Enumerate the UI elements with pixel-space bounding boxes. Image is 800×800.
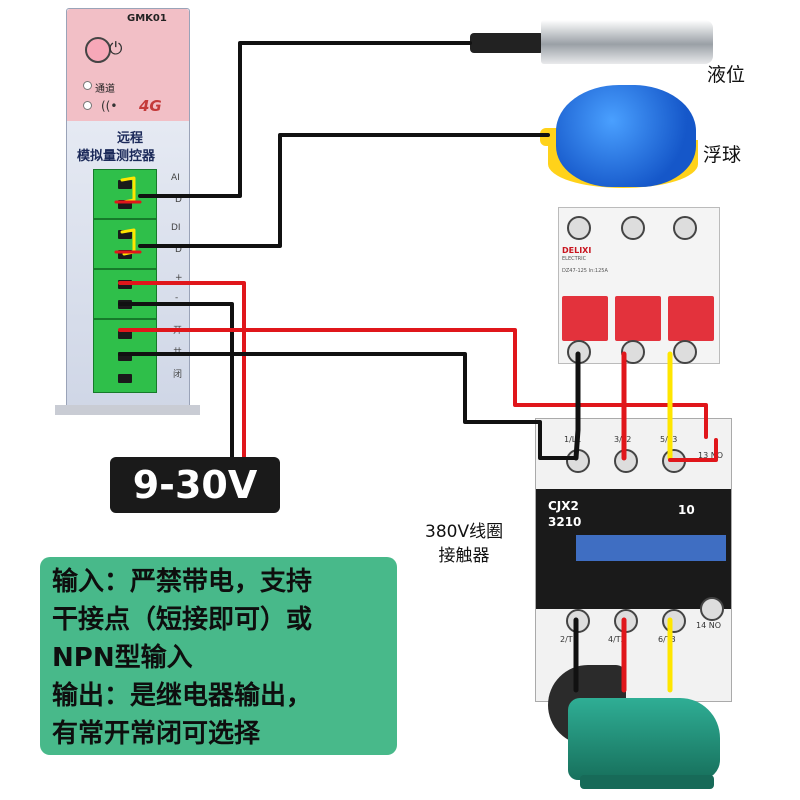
breaker-top-screw-icon [621,216,645,240]
terminal-label: D [175,245,182,255]
led-indicator-icon [83,81,92,90]
breaker-top-screw-icon [567,216,591,240]
contactor-model-line2: 3210 [548,515,582,529]
breaker-handle-icon [562,296,608,341]
breaker-brand-sub: ELECTRIC [562,256,587,262]
contactor-top-terminal-label: 1/L1 [564,435,582,444]
level-probe-icon [541,20,713,64]
contactor-bottom-terminal-label: 4/T2 [608,635,626,644]
controller-model: GMK01 [127,13,167,24]
circuit-breaker: DELIXI ELECTRIC DZ47-125 In:125A [558,207,720,364]
wire-coil-jumper [668,438,718,462]
breaker-handle-icon [615,296,661,341]
note-line: 有常开常闭可选择 [52,719,261,749]
supply-voltage-badge: 9-30V [110,457,280,513]
controller-name-line1: 远程 [117,131,144,146]
terminal-label: DI [171,223,181,233]
water-pump-base [580,775,714,789]
led-indicator-icon [83,101,92,110]
wire-float-switch [138,133,550,248]
breaker-rating: In:125A [588,268,608,274]
wire-yellow-jumper [120,228,136,256]
terminal-label: D [175,195,182,205]
contactor-blue-bar [576,535,726,561]
contactor: CJX2 3210 10 1/L1 3/L2 5/L3 13 NO 2/T1 4… [535,418,732,702]
terminal-screw-icon [118,200,132,209]
note-line: 输出：是继电器输出， [52,681,313,711]
contactor-top-terminal-label: 13 NO [698,451,724,460]
breaker-top-screw-icon [673,216,697,240]
note-line: NPN型输入 [52,643,193,673]
wire-relay-no [118,328,708,439]
terminal-label: 闭 [173,370,183,380]
terminal-screw-icon [118,230,132,239]
terminal-screw-icon [118,180,132,189]
power-symbol-icon: ⏻ [109,39,123,59]
contactor-bottom-screw-icon [662,609,686,633]
contactor-title-line2: 接触器 [438,546,490,566]
terminal-label: - [175,293,179,303]
terminal-label: + [175,273,183,283]
contactor-bottom-terminal-label: 14 NO [696,621,722,630]
level-sensor-label: 液位 [707,64,746,86]
contactor-title-line1: 380V线圈 [425,522,504,542]
breaker-handle-icon [668,296,714,341]
level-probe-cable-gland [470,33,544,53]
wire-power-positive [118,281,246,462]
terminal-screw-icon [118,374,132,383]
breaker-brand: DELIXI [562,246,592,255]
wire-relay-com [118,352,578,460]
contactor-model-line1: CJX2 [548,499,579,513]
terminal-screw-icon [118,352,132,361]
note-line: 干接点（短接即可）或 [52,605,313,635]
contactor-title: 380V线圈 接触器 [425,520,503,568]
float-switch-icon [556,85,696,187]
breaker-bottom-screw-icon [673,340,697,364]
controller-name-line2: 模拟量测控器 [77,149,156,164]
contactor-bottom-terminal-label: 2/T1 [560,635,578,644]
water-pump-icon [568,698,720,780]
contactor-size: 10 [678,503,695,517]
wire-phase-l1 [573,351,581,461]
instructions-note: 输入：严禁带电，支持 干接点（短接即可）或 NPN型输入 输出：是继电器输出， … [40,557,397,755]
badge-4g: 4G [139,97,162,115]
contactor-bottom-screw-icon [700,597,724,621]
din-rail [55,405,200,415]
terminal-screw-icon [118,330,132,339]
wire-power-negative [118,302,234,462]
wire-level-probe [138,41,472,198]
float-switch-label: 浮球 [703,144,742,166]
wire-yellow-jumper [120,176,136,204]
signal-icon: ((• [101,99,118,113]
terminal-label: AI [171,173,180,183]
contactor-bottom-terminal-label: 6/T3 [658,635,676,644]
note-line: 输入：严禁带电，支持 [52,567,313,597]
led-label: 通道 [95,84,115,95]
breaker-spec: DZ47-125 In:125A [562,268,608,274]
breaker-model: DZ47-125 [562,268,587,274]
power-button-icon [85,37,111,63]
